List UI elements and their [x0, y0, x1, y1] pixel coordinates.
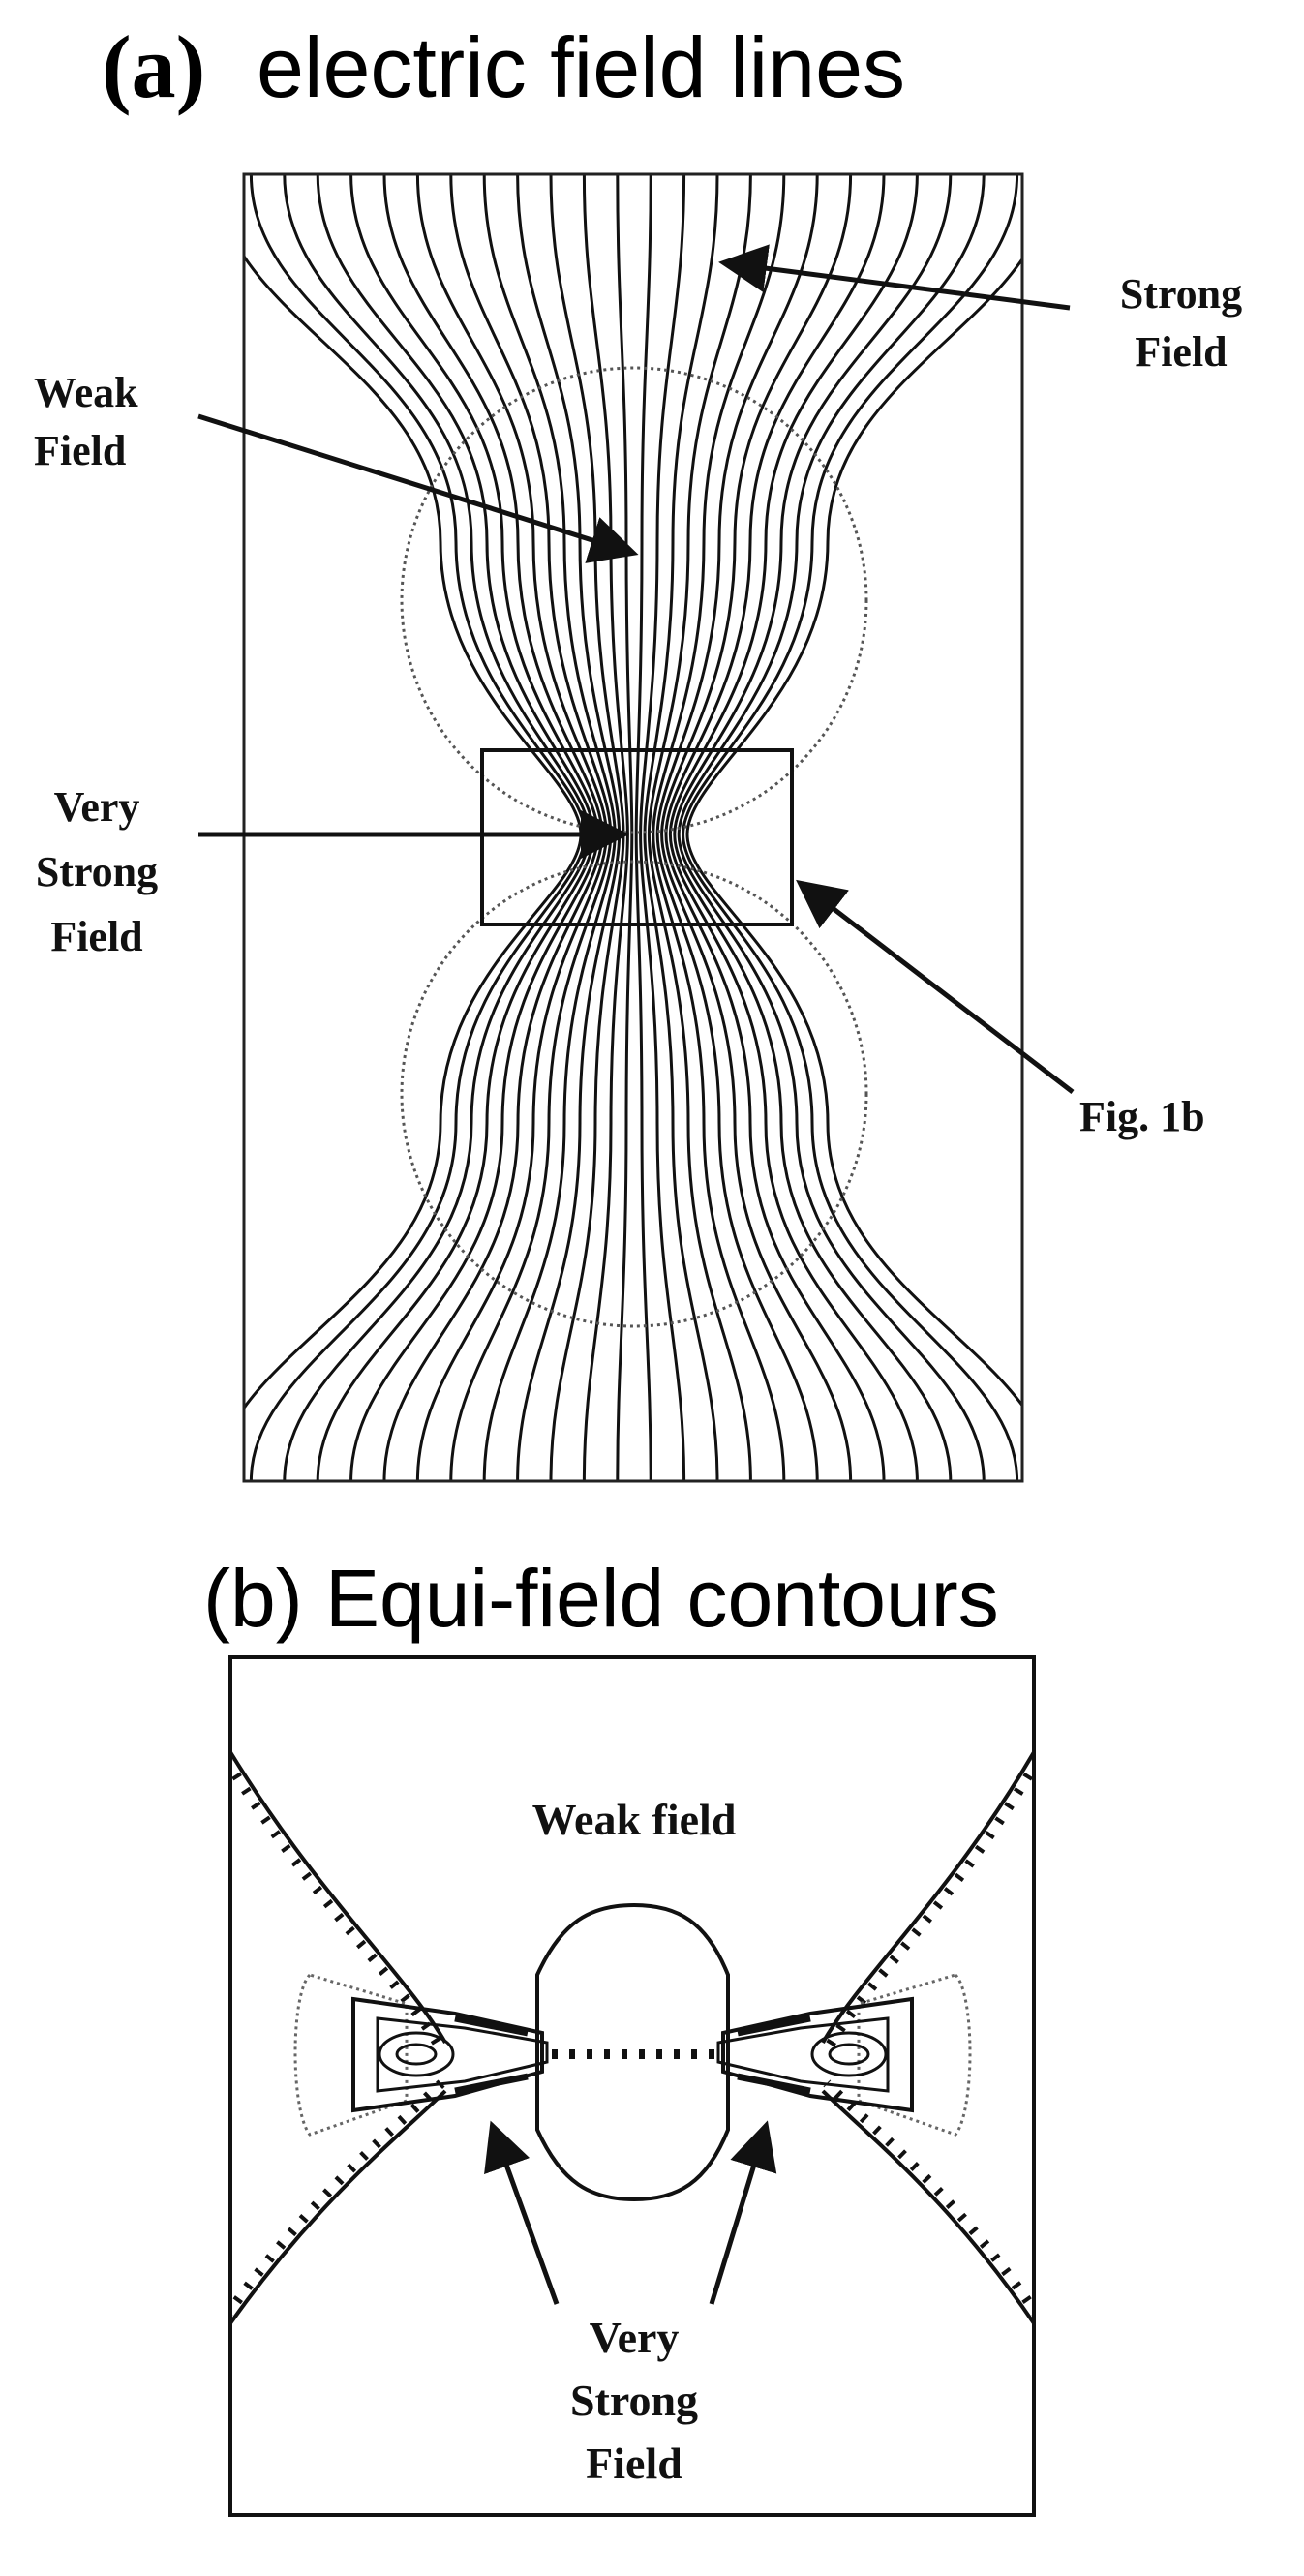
arrow-left-strong — [484, 2120, 560, 2305]
arrow-right-strong — [709, 2120, 777, 2305]
field-line — [682, 174, 1019, 1481]
field-line — [652, 174, 786, 1481]
label-weak-field-b: Weak field — [532, 1795, 737, 1844]
upper-sphere — [400, 366, 868, 834]
label-b-strong: Strong — [570, 2376, 698, 2425]
panel-b-frame — [228, 1655, 1036, 2517]
field-line — [647, 174, 752, 1481]
field-line — [673, 174, 953, 1481]
field-line — [616, 174, 634, 1481]
arrow-weak-field — [197, 413, 639, 563]
field-lines-plot — [244, 174, 1022, 1481]
label-strong-line2: Field — [1135, 328, 1227, 376]
field-line — [643, 174, 719, 1481]
lower-sphere — [400, 860, 868, 1328]
field-line — [655, 174, 819, 1481]
arrow-fig-1b — [796, 879, 1075, 1094]
label-strong-line1: Strong — [1120, 270, 1242, 318]
arrow-strong-field — [718, 244, 1071, 311]
panel-a-title: electric field lines — [257, 19, 905, 115]
field-line — [685, 256, 1022, 1409]
label-very-strong-line3: Field — [50, 913, 142, 960]
label-b-very: Very — [590, 2313, 680, 2362]
label-b-field: Field — [586, 2439, 682, 2488]
field-line — [316, 174, 595, 1481]
field-line — [677, 174, 986, 1481]
panel-b-title: (b) Equi-field contours — [203, 1553, 999, 1644]
field-line — [283, 174, 591, 1481]
left-lobe-contours — [293, 1973, 549, 2137]
field-lines — [244, 174, 1022, 1481]
field-line — [634, 174, 652, 1481]
label-very-strong-line2: Strong — [36, 848, 158, 895]
field-line — [664, 174, 886, 1481]
gap-contour — [535, 1902, 730, 2202]
field-line — [668, 174, 919, 1481]
panel-a-frame — [242, 172, 1024, 1483]
zoom-region-box — [480, 748, 794, 926]
field-line — [249, 174, 587, 1481]
label-weak-line2: Field — [34, 427, 126, 474]
field-line — [449, 174, 613, 1481]
outer-contours — [230, 1750, 1034, 2325]
label-very-strong-line1: Very — [54, 783, 140, 831]
field-line — [639, 174, 686, 1481]
right-lobe-contours — [716, 1973, 972, 2137]
label-fig-1b: Fig. 1b — [1079, 1093, 1205, 1140]
panel-a-tag: (a) — [102, 17, 205, 116]
label-weak-line1: Weak — [34, 369, 138, 416]
field-line — [660, 174, 853, 1481]
equi-field-plot — [230, 1750, 1034, 2325]
